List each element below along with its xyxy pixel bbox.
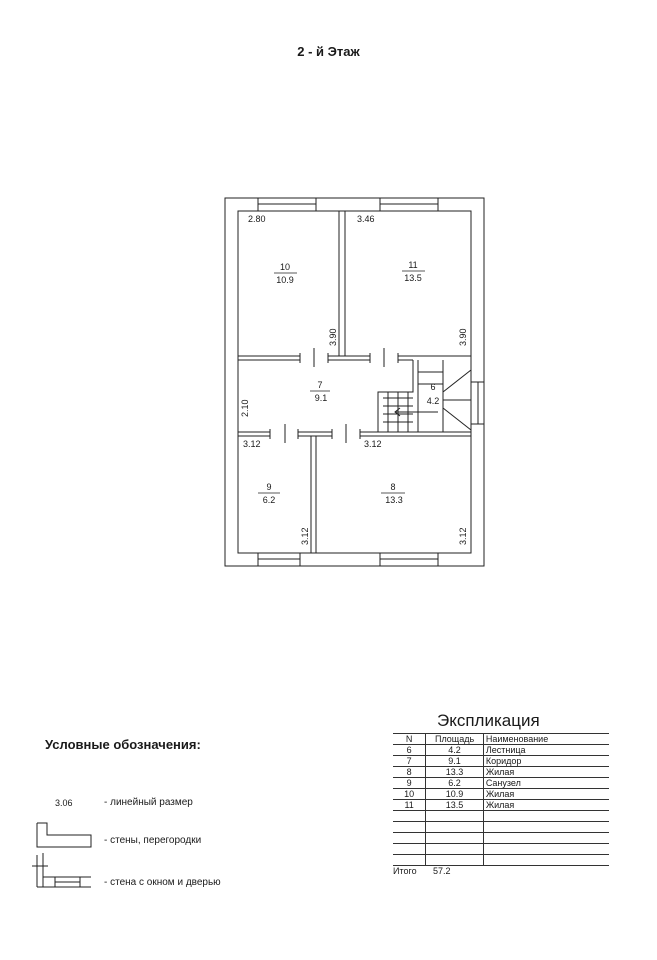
room-6-area: 4.2	[427, 396, 440, 406]
header-area: Площадь	[425, 733, 484, 745]
stair-arrow-head	[394, 407, 401, 417]
legend-dimension-symbol: 3.06	[55, 798, 73, 808]
dimension-label: 3.12	[300, 527, 310, 545]
legend-window-door-symbol	[32, 853, 91, 888]
room-7-area: 9.1	[315, 393, 328, 403]
table-cell-n: 11	[393, 799, 427, 811]
dimension-label: 3.12	[243, 439, 261, 449]
table-cell-empty	[425, 810, 484, 822]
table-cell-n: 6	[393, 744, 427, 756]
header-n: N	[393, 733, 427, 745]
table-cell-empty	[483, 843, 609, 855]
explication-title: Экспликация	[437, 711, 540, 730]
table-cell-empty	[425, 843, 484, 855]
table-row-empty	[393, 843, 609, 855]
table-cell-name: Лестница	[483, 744, 609, 756]
room-11-outline	[344, 210, 472, 357]
table-cell-area: 9.1	[425, 755, 484, 767]
legend-title: Условные обозначения:	[45, 737, 201, 752]
table-cell-empty	[425, 854, 484, 866]
table-cell-empty	[483, 810, 609, 822]
room-10-area: 10.9	[276, 275, 294, 285]
room-10-number: 10	[280, 262, 290, 272]
table-cell-empty	[483, 854, 609, 866]
dimension-label: 3.90	[328, 328, 338, 346]
dimension-label: 3.90	[458, 328, 468, 346]
room-9-number: 9	[266, 482, 271, 492]
room-9-area: 6.2	[263, 495, 276, 505]
dimension-label: 3.46	[357, 214, 375, 224]
room-6-number: 6	[430, 382, 435, 392]
stair-line	[442, 369, 472, 393]
table-cell-area: 13.3	[425, 766, 484, 778]
table-row-empty	[393, 821, 609, 833]
table-cell-n: 10	[393, 788, 427, 800]
table-cell-empty	[393, 843, 427, 855]
table-row-empty	[393, 832, 609, 844]
outer-wall-outer	[224, 197, 485, 567]
table-cell-empty	[425, 821, 484, 833]
table-cell-area: 13.5	[425, 799, 484, 811]
room-8-area: 13.3	[385, 495, 403, 505]
table-row-empty	[393, 810, 609, 822]
table-cell-empty	[483, 832, 609, 844]
table-row-empty	[393, 854, 609, 866]
page-title: 2 - й Этаж	[297, 44, 360, 59]
legend-label-dimension: - линейный размер	[104, 797, 193, 808]
legend-wall-symbol	[36, 822, 92, 848]
room-8-number: 8	[390, 482, 395, 492]
table-cell-name: Санузел	[483, 777, 609, 789]
table-cell-name: Жилая	[483, 766, 609, 778]
table-cell-name: Жилая	[483, 799, 609, 811]
table-cell-name: Жилая	[483, 788, 609, 800]
table-cell-empty	[483, 821, 609, 833]
table-cell-empty	[425, 832, 484, 844]
table-cell-n: 8	[393, 766, 427, 778]
total-label: Итого	[393, 866, 417, 876]
dimension-label: 3.12	[364, 439, 382, 449]
table-cell-n: 7	[393, 755, 427, 767]
legend-label-walls: - стены, перегородки	[104, 835, 202, 846]
table-header-row: N Площадь Наименование	[393, 733, 609, 745]
table-cell-empty	[393, 832, 427, 844]
table-cell-area: 6.2	[425, 777, 484, 789]
table-cell-empty	[393, 821, 427, 833]
room-11-area: 13.5	[404, 273, 422, 283]
header-name: Наименование	[483, 733, 609, 745]
stair-outline	[377, 360, 414, 432]
table-cell-n: 9	[393, 777, 427, 789]
table-cell-empty	[393, 854, 427, 866]
table-cell-area: 10.9	[425, 788, 484, 800]
total-value: 57.2	[433, 866, 451, 876]
room-11-number: 11	[408, 260, 417, 270]
dimension-label: 3.12	[458, 527, 468, 545]
dimension-label: 2.80	[248, 214, 266, 224]
table-cell-name: Коридор	[483, 755, 609, 767]
table-cell-empty	[393, 810, 427, 822]
dimension-label: 2.10	[240, 399, 250, 417]
room-7-number: 7	[317, 380, 322, 390]
table-cell-area: 4.2	[425, 744, 484, 756]
stair-line	[442, 407, 472, 431]
legend-label-window-door: - стена с окном и дверью	[104, 877, 221, 888]
